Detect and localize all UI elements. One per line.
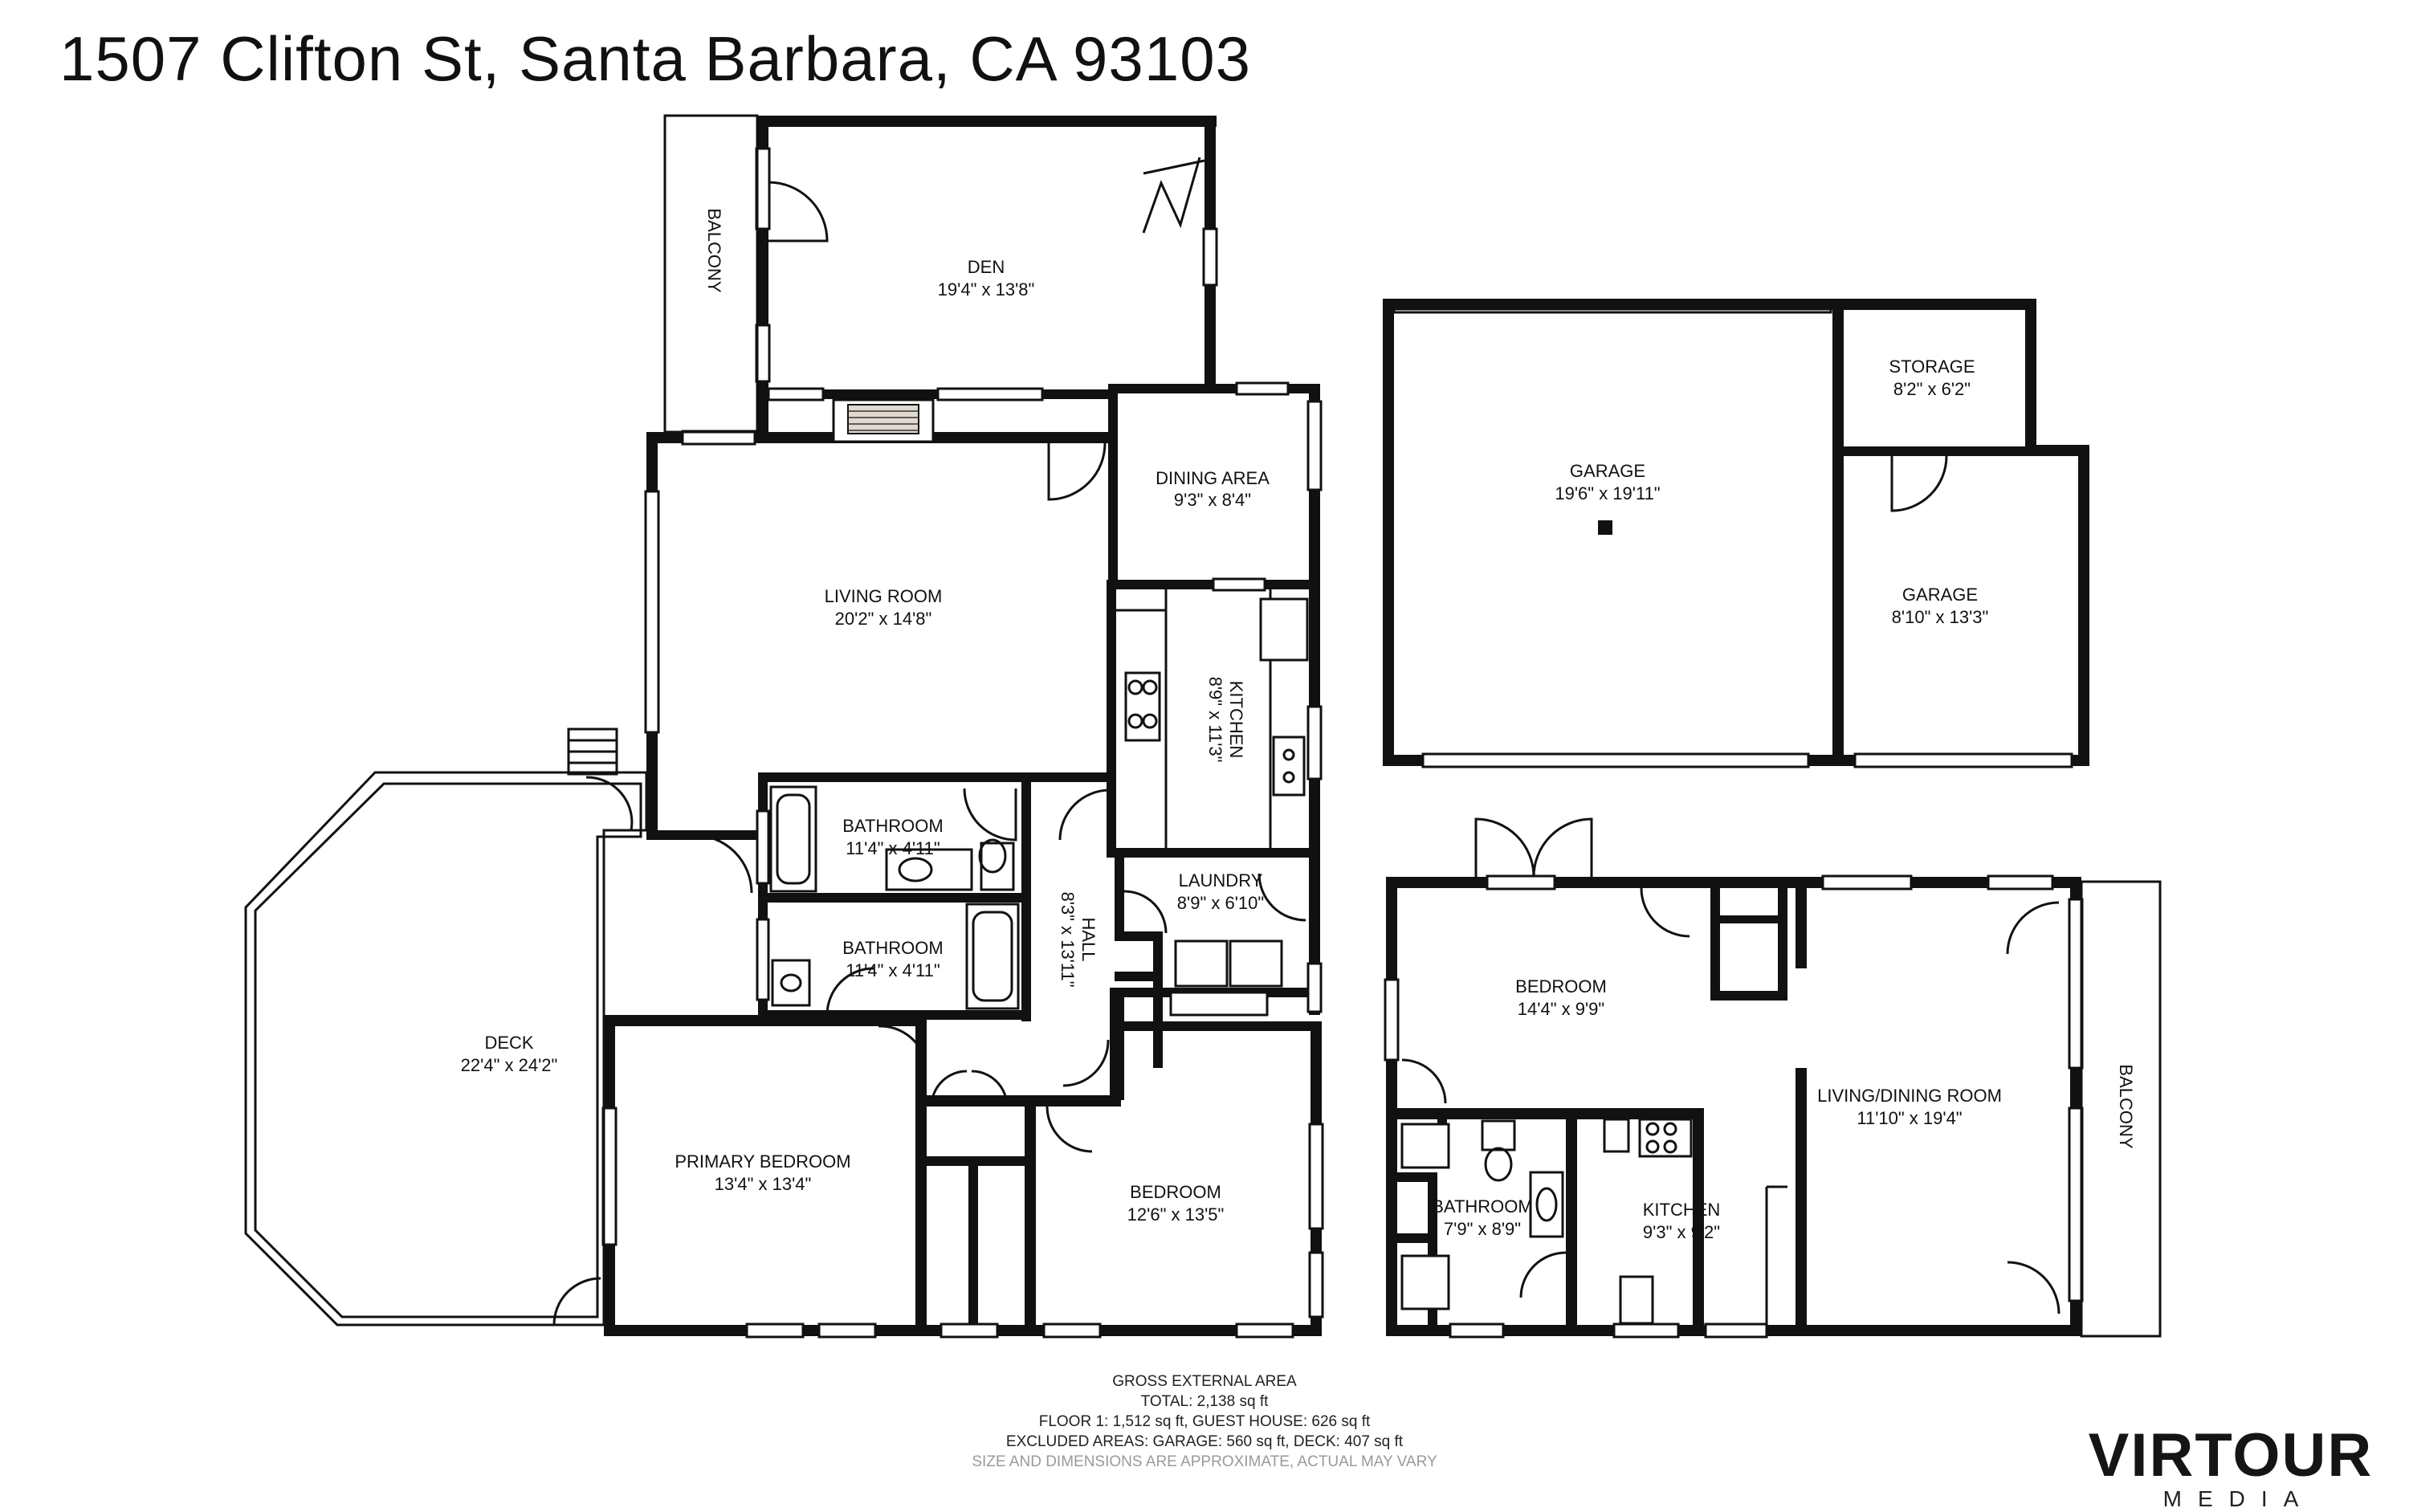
area-excluded: EXCLUDED AREAS: GARAGE: 560 sq ft, DECK:… bbox=[1005, 1433, 1404, 1450]
dims-bathroom-2: 11'4" x 4'11" bbox=[846, 960, 940, 980]
dims-kitchen-guest: 9'3" x 9'2" bbox=[1643, 1222, 1720, 1242]
label-kitchen-main: KITCHEN bbox=[1226, 681, 1246, 759]
dims-laundry: 8'9" x 6'10" bbox=[1177, 893, 1264, 913]
guest-house-windows bbox=[1384, 874, 2084, 1339]
dims-bedroom-guest: 14'4" x 9'9" bbox=[1518, 999, 1604, 1019]
label-primary-bedroom: PRIMARY BEDROOM bbox=[675, 1151, 850, 1172]
dims-primary-bedroom: 13'4" x 13'4" bbox=[715, 1174, 812, 1194]
deck-outline bbox=[244, 771, 648, 1327]
guest-house-walls bbox=[1386, 877, 2081, 1336]
logo-subtitle: MEDIA bbox=[2162, 1486, 2315, 1511]
dims-deck: 22'4" x 24'2" bbox=[461, 1055, 558, 1075]
laundry-appliances bbox=[1169, 939, 1283, 1017]
brand-logo: VIRTOUR MEDIA bbox=[2070, 1425, 2391, 1512]
label-living-room: LIVING ROOM bbox=[825, 586, 943, 606]
label-garage-large: GARAGE bbox=[1570, 461, 1645, 481]
garage-walls bbox=[1383, 299, 2089, 766]
deck-stairs bbox=[567, 727, 618, 776]
balcony-right-outline bbox=[2080, 880, 2162, 1338]
main-house-doors bbox=[552, 181, 1306, 1326]
label-bedroom-guest: BEDROOM bbox=[1515, 976, 1607, 996]
logo-wordmark: VIRTOUR bbox=[2088, 1421, 2374, 1490]
label-dining-area: DINING AREA bbox=[1156, 468, 1270, 488]
label-living-dining: LIVING/DINING ROOM bbox=[1817, 1086, 2002, 1106]
dims-bathroom-guest: 7'9" x 8'9" bbox=[1444, 1219, 1521, 1239]
fireplace bbox=[832, 398, 935, 443]
guest-french-doors bbox=[1474, 817, 1593, 878]
area-summary: GROSS EXTERNAL AREA TOTAL: 2,138 sq ft F… bbox=[803, 1371, 1606, 1472]
main-kitchen-fixtures bbox=[1116, 589, 1309, 848]
label-bathroom-guest: BATHROOM bbox=[1432, 1196, 1532, 1217]
label-laundry: LAUNDRY bbox=[1179, 870, 1263, 890]
label-hall: HALL bbox=[1078, 917, 1099, 961]
area-total: TOTAL: 2,138 sq ft bbox=[1140, 1393, 1269, 1410]
dims-living-dining: 11'10" x 19'4" bbox=[1857, 1108, 1962, 1128]
dims-bathroom-1: 11'4" x 4'11" bbox=[846, 838, 940, 858]
dims-garage-small: 8'10" x 13'3" bbox=[1892, 607, 1989, 627]
dims-den: 19'4" x 13'8" bbox=[938, 279, 1035, 300]
page-title: 1507 Clifton St, Santa Barbara, CA 93103 bbox=[59, 23, 1251, 94]
dims-living-room: 20'2" x 14'8" bbox=[835, 609, 932, 629]
garage-openings bbox=[1392, 308, 2073, 768]
dims-garage-large: 19'6" x 19'11" bbox=[1555, 483, 1660, 503]
area-floors: FLOOR 1: 1,512 sq ft, GUEST HOUSE: 626 s… bbox=[1038, 1413, 1371, 1430]
label-bedroom-main: BEDROOM bbox=[1130, 1182, 1221, 1202]
dims-hall: 8'3" x 13'11" bbox=[1058, 891, 1078, 987]
area-disclaimer: SIZE AND DIMENSIONS ARE APPROXIMATE, ACT… bbox=[972, 1453, 1437, 1470]
dims-kitchen-main: 8'9" x 11'3" bbox=[1205, 677, 1225, 763]
label-bathroom-2: BATHROOM bbox=[842, 938, 943, 958]
guest-house-doors bbox=[1401, 887, 2060, 1314]
label-garage-small: GARAGE bbox=[1902, 585, 1978, 605]
den-bifold-door bbox=[1142, 157, 1201, 234]
label-balcony-right: BALCONY bbox=[2116, 1064, 2136, 1148]
label-bathroom-1: BATHROOM bbox=[842, 816, 943, 836]
label-kitchen-guest: KITCHEN bbox=[1643, 1200, 1721, 1220]
main-bathroom-fixtures bbox=[769, 785, 1020, 1010]
label-deck: DECK bbox=[484, 1033, 533, 1053]
dims-dining-area: 9'3" x 8'4" bbox=[1174, 490, 1251, 510]
dims-bedroom-main: 12'6" x 13'5" bbox=[1127, 1204, 1225, 1225]
label-storage: STORAGE bbox=[1889, 357, 1975, 377]
guest-fixtures bbox=[1400, 1118, 1787, 1325]
area-heading: GROSS EXTERNAL AREA bbox=[1112, 1373, 1297, 1390]
label-balcony-left: BALCONY bbox=[704, 208, 724, 292]
dims-storage: 8'2" x 6'2" bbox=[1893, 379, 1971, 399]
balcony-left-outline bbox=[663, 114, 759, 434]
label-den: DEN bbox=[968, 257, 1005, 277]
